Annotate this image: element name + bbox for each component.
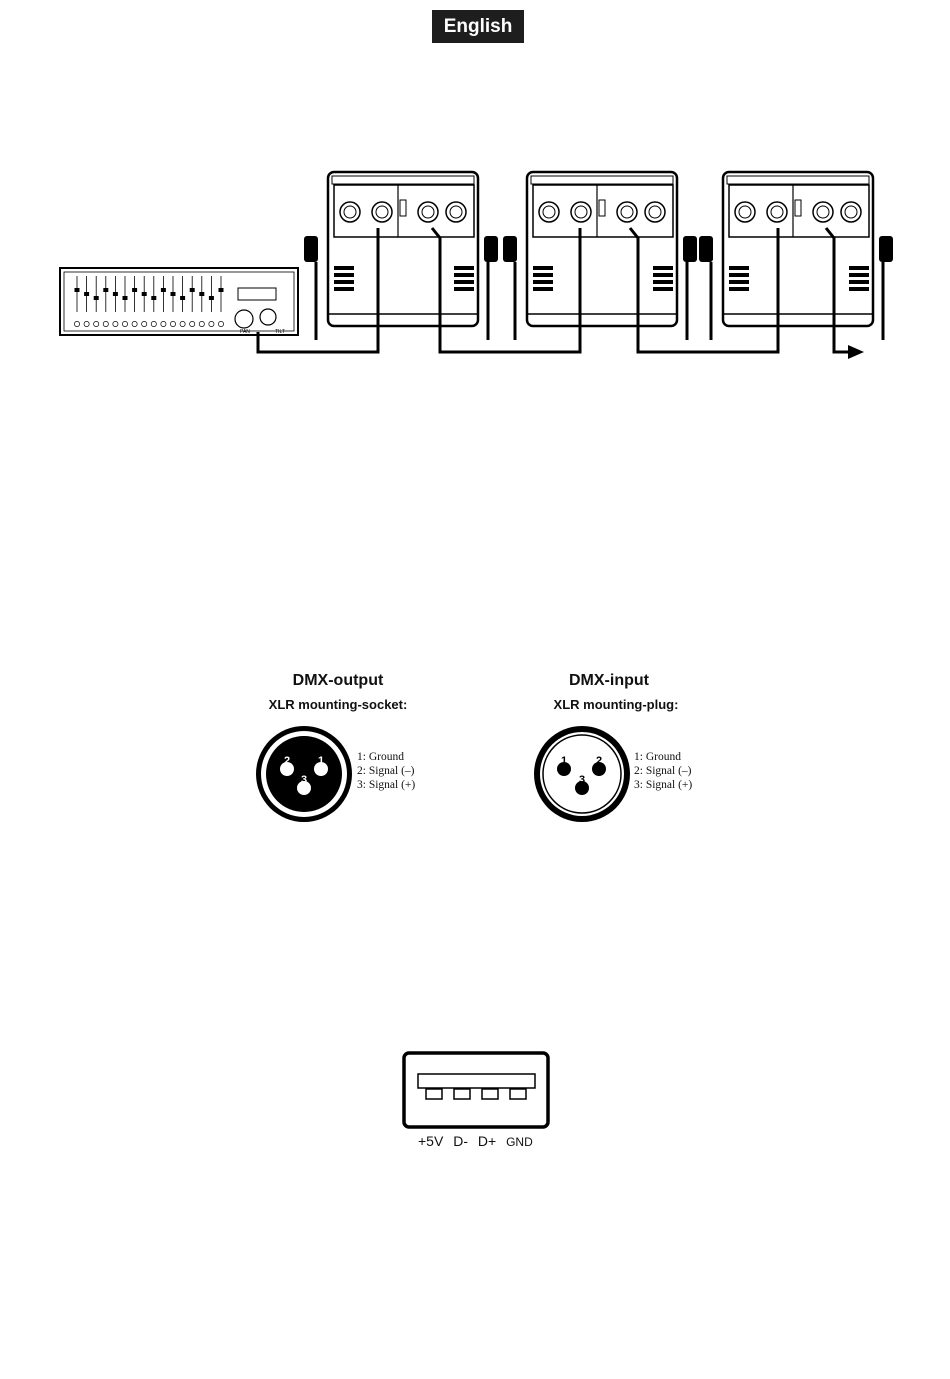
- dmx-input-title: DMX-input: [509, 672, 709, 690]
- usb-pin-label: GND: [506, 1135, 533, 1149]
- dmx-input-subtitle: XLR mounting-plug:: [516, 697, 716, 712]
- plug-pin-1-label: 1: [561, 755, 567, 767]
- dmx-output-subtitle: XLR mounting-socket:: [238, 697, 438, 712]
- signal-arrow: [848, 345, 864, 359]
- fixture: [304, 172, 498, 340]
- dmx-output-title: DMX-output: [238, 672, 438, 690]
- usb-pin-labels: +5V D- D+ GND: [418, 1133, 539, 1149]
- usb-pin-label: D+: [478, 1133, 496, 1149]
- usb-pin-label: D-: [453, 1133, 468, 1149]
- dmx-chain-diagram: PAN TILT: [0, 0, 950, 400]
- fixture: [699, 172, 893, 340]
- pin-description: 2: Signal (–): [634, 764, 692, 778]
- xlr-socket-diagram: 2 1 3: [254, 724, 354, 824]
- socket-pin-1-label: 1: [318, 755, 324, 767]
- socket-pin-3-label: 3: [301, 774, 307, 786]
- xlr-plug-diagram: 1 2 3: [532, 724, 632, 824]
- plug-pin-2-label: 2: [596, 755, 602, 767]
- pin-description: 3: Signal (+): [634, 778, 692, 792]
- dmx-output-pin-list: 1: Ground 2: Signal (–) 3: Signal (+): [357, 750, 415, 792]
- dmx-input-pin-list: 1: Ground 2: Signal (–) 3: Signal (+): [634, 750, 692, 792]
- pin-description: 1: Ground: [634, 750, 692, 764]
- controller-pan-label: PAN: [240, 329, 250, 335]
- pin-description: 2: Signal (–): [357, 764, 415, 778]
- fixtures-group: [304, 172, 893, 340]
- socket-pin-2-label: 2: [284, 755, 290, 767]
- pin-description: 1: Ground: [357, 750, 415, 764]
- plug-pin-3-label: 3: [579, 774, 585, 786]
- controller-tilt-label: TILT: [275, 329, 285, 335]
- fixture: [503, 172, 697, 340]
- dmx-controller: PAN TILT: [60, 268, 298, 335]
- pin-description: 3: Signal (+): [357, 778, 415, 792]
- usb-pin-label: +5V: [418, 1133, 443, 1149]
- usb-port-diagram: [402, 1051, 550, 1129]
